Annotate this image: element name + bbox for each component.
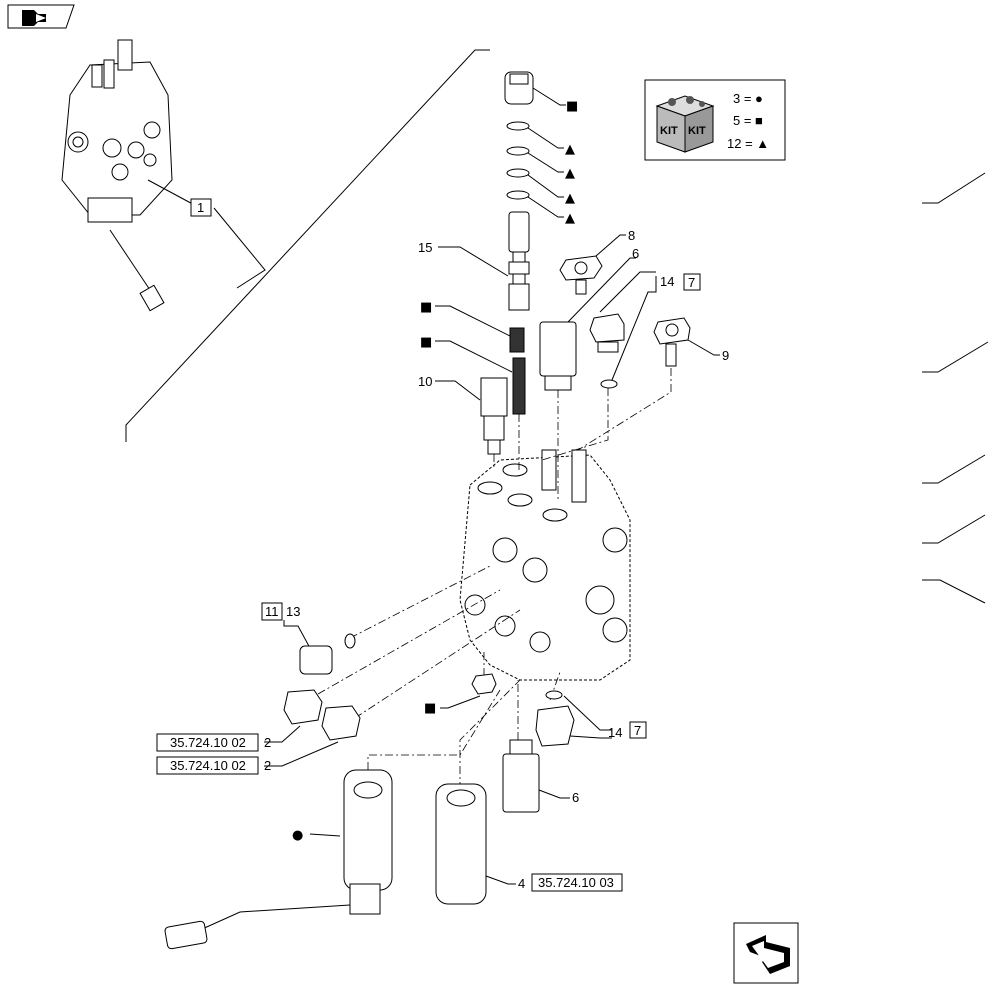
label-11: 11 [265, 604, 279, 619]
symbol-square-spring-2: ■ [420, 335, 432, 350]
symbol-triangle-4: ▲ [565, 211, 575, 226]
label-2-a: 2 [264, 735, 271, 750]
ref-35-724-10-03: 35.724.10 03 [538, 875, 614, 890]
kit-box-icon: KIT KIT [655, 95, 715, 153]
label-7-bottom: 7 [634, 723, 641, 738]
spool-15: 15 [418, 211, 530, 311]
label-9: 9 [722, 348, 729, 363]
cartridge-plug: ■ [504, 71, 578, 114]
label-10: 10 [418, 374, 432, 389]
plug-14-bottom: 14 7 [535, 690, 647, 747]
assembly-guides [317, 368, 672, 790]
o-ring-stack: ▲ ▲ ▲ ▲ [506, 121, 575, 226]
cartridge-6-bottom: 6 [502, 739, 579, 813]
symbol-triangle-1: ▲ [565, 142, 575, 157]
cartridge-6-top: 6 [539, 246, 639, 391]
callout-1: 1 [190, 198, 212, 217]
symbol-square-small-plug: ■ [424, 701, 436, 716]
assembled-valve [61, 39, 201, 312]
symbol-triangle-2: ▲ [565, 166, 575, 181]
kit-word-left: KIT [660, 125, 678, 137]
solenoid-4: 4 35.724.10 03 [435, 783, 623, 905]
symbol-square-spring-1: ■ [420, 300, 432, 315]
label-7-top: 7 [688, 275, 695, 290]
kit-word-right: KIT [688, 125, 706, 137]
label-14-bottom: 14 [608, 725, 622, 740]
label-2-b: 2 [264, 758, 271, 773]
right-edge-lines [922, 172, 989, 604]
symbol-square-plug: ■ [566, 99, 578, 114]
kit-row-triangle: 12 = ▲ [727, 136, 769, 151]
ref-35-724-10-02-b: 35.724.10 02 [170, 758, 246, 773]
label-15: 15 [418, 240, 432, 255]
callout-11-13: 11 13 [261, 602, 356, 675]
fitting-9: 9 [653, 317, 729, 367]
springs: ■ ■ [420, 300, 526, 415]
relief-valve-10: 10 [418, 374, 508, 455]
label-6-top: 6 [632, 246, 639, 261]
kit-legend: KIT KIT 3 = ● 5 = ■ 12 = ▲ [644, 79, 786, 161]
arrow-nav-icon[interactable] [7, 4, 75, 29]
kit-row-square: 5 = ■ [733, 113, 763, 128]
label-1: 1 [197, 200, 204, 215]
label-6-bottom: 6 [572, 790, 579, 805]
symbol-circle-solenoid: ● [292, 828, 303, 843]
label-14-top: 14 [660, 274, 674, 289]
arrow-return-icon[interactable] [733, 922, 799, 984]
symbol-triangle-3: ▲ [565, 191, 575, 206]
small-plug: ■ [424, 673, 497, 716]
assembly-frame-line [125, 49, 490, 442]
label-8: 8 [628, 228, 635, 243]
kit-row-circle: 3 = ● [733, 91, 763, 106]
valve-body [459, 449, 631, 681]
plug-14-top: 14 7 [589, 271, 701, 389]
ref-35-724-10-02-a: 35.724.10 02 [170, 735, 246, 750]
plugs-2: 35.724.10 02 2 35.724.10 02 2 [156, 689, 361, 775]
solenoid-with-cable: ● [164, 769, 393, 950]
label-4: 4 [518, 876, 525, 891]
fitting-8: 8 [559, 228, 635, 295]
label-13: 13 [286, 604, 300, 619]
